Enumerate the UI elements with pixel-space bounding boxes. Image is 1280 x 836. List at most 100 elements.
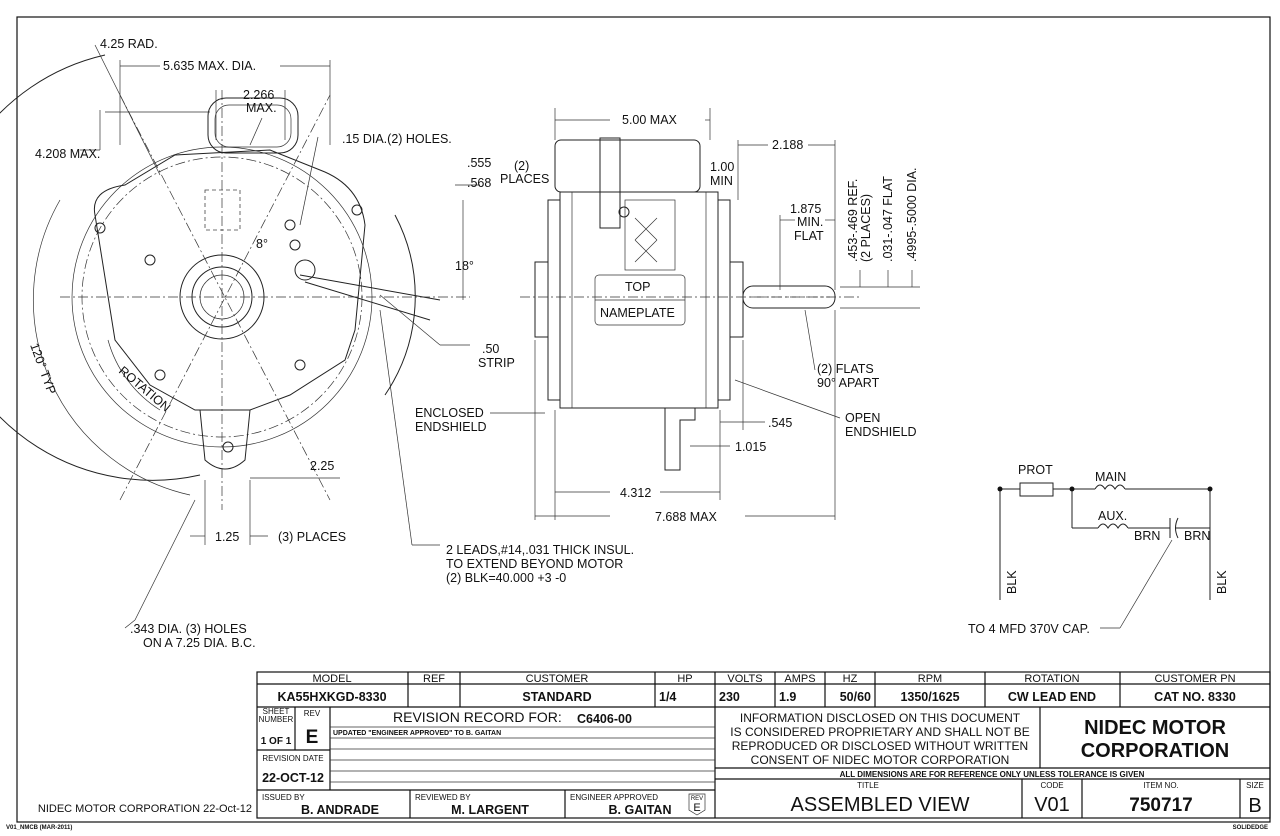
- aux-winding: [1097, 523, 1129, 529]
- label-500-max: 5.00 MAX: [622, 113, 678, 127]
- label-holes-343-2: ON A 7.25 DIA. B.C.: [143, 636, 256, 650]
- sheet-label-2: NUMBER: [259, 715, 294, 724]
- company-name-2: CORPORATION: [1081, 740, 1230, 762]
- disclaimer-line-4: CONSENT OF NIDEC MOTOR CORPORATION: [751, 753, 1010, 767]
- label-open-2: ENDSHIELD: [845, 425, 917, 439]
- label-3-places: (3) PLACES: [278, 530, 346, 544]
- label-open-1: OPEN: [845, 411, 880, 425]
- footer-form-number: V01_NMCB (MAR-2011): [6, 825, 72, 831]
- label-rad: 4.25 RAD.: [100, 37, 158, 51]
- label-places: PLACES: [500, 172, 549, 186]
- label-top: TOP: [625, 280, 650, 294]
- outer-radius-arc: [0, 54, 201, 481]
- issued-by-label: ISSUED BY: [262, 793, 305, 802]
- disclaimer-line-3: REPRODUCED OR DISCLOSED WITHOUT WRITTEN: [732, 739, 1028, 753]
- label-125: 1.25: [215, 530, 239, 544]
- label-dia-4995: .4995-.5000 DIA.: [905, 167, 919, 262]
- revision-record-for: C6406-00: [577, 712, 632, 726]
- title-label: TITLE: [857, 781, 879, 790]
- disclaimer-line-2: IS CONSIDERED PROPRIETARY AND SHALL NOT …: [730, 725, 1029, 739]
- disclaimer-line-1: INFORMATION DISCLOSED ON THIS DOCUMENT: [740, 711, 1021, 725]
- label-flat-031: .031-.047 FLAT: [881, 176, 895, 262]
- header-ref: REF: [423, 673, 445, 685]
- value-customer: STANDARD: [522, 690, 591, 704]
- label-main: MAIN: [1095, 470, 1126, 484]
- engineer-label: ENGINEER APPROVED: [570, 793, 658, 802]
- reviewed-by: M. LARGENT: [451, 803, 529, 817]
- sheet-border: [16, 16, 1271, 823]
- wiring-schematic: PROT MAIN AUX. BRN BRN BLK BLK TO 4 MFD …: [968, 463, 1229, 636]
- label-4208: 4.208 MAX.: [35, 147, 100, 161]
- label-holes-15: .15 DIA.(2) HOLES.: [342, 132, 452, 146]
- label-strip: STRIP: [478, 356, 515, 370]
- header-amps: AMPS: [784, 673, 815, 685]
- rev-value: E: [306, 727, 319, 748]
- size-label: SIZE: [1246, 781, 1264, 790]
- label-prot: PROT: [1018, 463, 1053, 477]
- engineer-approved: B. GAITAN: [609, 803, 672, 817]
- value-amps: 1.9: [779, 690, 796, 704]
- label-cap: TO 4 MFD 370V CAP.: [968, 622, 1090, 636]
- end-view: 4.25 RAD. 5.635 MAX. DIA. 2.266 MAX. .15…: [0, 37, 634, 650]
- label-brn-2: BRN: [1184, 529, 1210, 543]
- protector-symbol: [1019, 482, 1054, 497]
- code-label: CODE: [1040, 781, 1063, 790]
- label-brn-1: BRN: [1134, 529, 1160, 543]
- header-customer-pn: CUSTOMER PN: [1154, 673, 1235, 685]
- title-block: MODEL REF CUSTOMER HP VOLTS AMPS HZ RPM …: [256, 671, 1271, 831]
- label-nameplate: NAMEPLATE: [600, 306, 675, 320]
- size-value: B: [1248, 795, 1261, 817]
- label-568: .568: [467, 176, 491, 190]
- label-angle-18: 18°: [455, 259, 474, 273]
- rev-badge-label: REV: [691, 796, 703, 802]
- drawing-title: ASSEMBLED VIEW: [791, 794, 970, 816]
- sheet-number: 1 OF 1: [261, 736, 292, 747]
- header-hp: HP: [677, 673, 692, 685]
- label-545: .545: [768, 416, 792, 430]
- label-leads-1: 2 LEADS,#14,.031 THICK INSUL.: [446, 543, 634, 557]
- value-volts: 230: [719, 690, 740, 704]
- label-enclosed-1: ENCLOSED: [415, 406, 484, 420]
- footer-company-date: NIDEC MOTOR CORPORATION 22-Oct-12: [38, 803, 252, 815]
- sheet-label-1: SHEET: [263, 707, 290, 716]
- label-ref-453: .453-.469 REF.: [846, 179, 860, 262]
- label-max: MAX.: [246, 101, 277, 115]
- revision-record-label: REVISION RECORD FOR:: [393, 709, 562, 725]
- label-120-typ: 120° TYP: [27, 341, 58, 396]
- rev-label: REV: [304, 709, 321, 718]
- label-7688: 7.688 MAX: [655, 510, 718, 524]
- label-leads-2: TO EXTEND BEYOND MOTOR: [446, 557, 623, 571]
- rev-badge-icon: [688, 793, 706, 816]
- solidedge-mark: SOLIDEDGE: [1233, 825, 1268, 831]
- header-rpm: RPM: [918, 673, 942, 685]
- side-view: 5.00 MAX 1.00 MIN 2.188 1.875 MIN. FLAT …: [415, 108, 920, 524]
- label-rotation: ROTATION: [116, 364, 173, 415]
- label-2266: 2.266: [243, 88, 274, 102]
- revision-date: 22-OCT-12: [262, 771, 324, 785]
- rev-badge-value: E: [693, 802, 700, 814]
- label-leads-3: (2) BLK=40.000 +3 -0: [446, 571, 566, 585]
- reviewed-by-label: REVIEWED BY: [415, 793, 471, 802]
- item-label: ITEM NO.: [1143, 781, 1179, 790]
- label-blk-right: BLK: [1215, 570, 1229, 594]
- revision-date-label: REVISION DATE: [262, 754, 323, 763]
- header-rotation: ROTATION: [1024, 673, 1079, 685]
- issued-by: B. ANDRADE: [301, 803, 379, 817]
- label-100: 1.00: [710, 160, 734, 174]
- label-flat: FLAT: [794, 229, 824, 243]
- endshield-outline: [93, 149, 366, 411]
- label-225: 2.25: [310, 459, 334, 473]
- header-hz: HZ: [843, 673, 858, 685]
- label-min-dot: MIN.: [797, 215, 823, 229]
- label-4312: 4.312: [620, 486, 651, 500]
- value-model: KA55HXKGD-8330: [277, 690, 386, 704]
- item-number: 750717: [1129, 795, 1192, 816]
- header-customer: CUSTOMER: [526, 673, 589, 685]
- value-rpm: 1350/1625: [900, 690, 959, 704]
- label-aux: AUX.: [1098, 509, 1127, 523]
- label-2188: 2.188: [772, 138, 803, 152]
- main-winding: [1094, 484, 1126, 490]
- lead-box: [207, 97, 299, 154]
- label-places-2: (2): [514, 159, 529, 173]
- label-ref-places: (2 PLACES): [859, 194, 873, 262]
